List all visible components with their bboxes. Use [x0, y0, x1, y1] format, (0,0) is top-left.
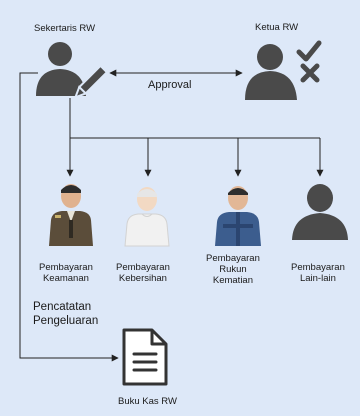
- kematian-label-line1: Pembayaran: [206, 253, 260, 264]
- kebersihan-label-line1: Pembayaran: [116, 262, 170, 273]
- pengeluaran-label-line1: Pencatatan: [33, 301, 92, 313]
- kematian-label: Pembayaran Rukun Kematian: [206, 253, 260, 286]
- lainlain-label-line2: Lain-lain: [299, 273, 336, 284]
- lainlain-label: Pembayaran Lain-lain: [291, 262, 345, 284]
- kebersihan-label: Pembayaran Kebersihan: [116, 262, 170, 284]
- security-guard-icon: [49, 184, 93, 246]
- user-edit-icon: [36, 42, 109, 98]
- kematian-label-line3: Kematian: [212, 275, 253, 286]
- cleaner-icon: [124, 187, 170, 247]
- approval-label: Approval: [148, 79, 192, 91]
- keamanan-label: Pembayaran Keamanan: [39, 262, 93, 284]
- arrow-to-bukukas: [19, 72, 119, 362]
- kebersihan-label-line2: Kebersihan: [118, 273, 167, 284]
- pengeluaran-label-line2: Pengeluaran: [33, 315, 99, 327]
- user-approve-reject-icon: [245, 40, 322, 100]
- generic-person-icon: [292, 184, 348, 240]
- pengeluaran-label: Pencatatan Pengeluaran: [33, 300, 98, 328]
- kematian-label-line2: Rukun: [219, 264, 247, 275]
- lainlain-label-line1: Pembayaran: [291, 262, 345, 273]
- document-icon: [122, 328, 168, 386]
- keamanan-label-line1: Pembayaran: [39, 262, 93, 273]
- bukukas-label: Buku Kas RW: [118, 396, 177, 407]
- sekretaris-label: Sekertaris RW: [34, 23, 96, 34]
- keamanan-label-line2: Keamanan: [42, 273, 89, 284]
- worker-icon: [215, 186, 261, 246]
- ketua-label: Ketua RW: [255, 22, 299, 33]
